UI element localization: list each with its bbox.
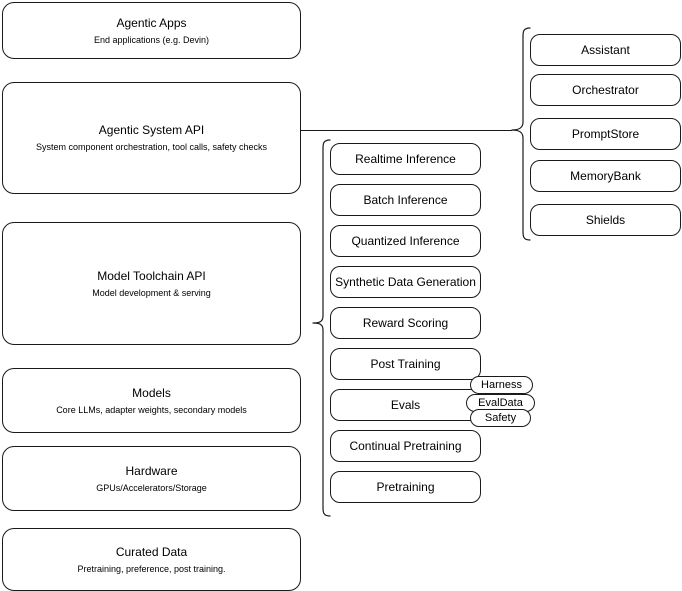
capability-label: Continual Pretraining	[349, 439, 462, 453]
layer-box-curated-data[interactable]: Curated Data Pretraining, preference, po…	[2, 528, 301, 591]
capability-label: Batch Inference	[363, 193, 448, 207]
eval-tag-label: Harness	[481, 379, 522, 391]
capability-box-quantized-inference[interactable]: Quantized Inference	[330, 225, 481, 257]
eval-tag-label: EvalData	[478, 397, 523, 409]
component-box-shields[interactable]: Shields	[530, 204, 681, 236]
capability-box-continual-pretraining[interactable]: Continual Pretraining	[330, 430, 481, 462]
capability-box-post-training[interactable]: Post Training	[330, 348, 481, 380]
eval-tag-label: Safety	[484, 412, 517, 424]
component-label: Assistant	[581, 43, 630, 57]
layer-title: Models	[132, 385, 171, 400]
capability-label: Post Training	[370, 357, 441, 371]
component-box-orchestrator[interactable]: Orchestrator	[530, 74, 681, 106]
capability-label: Reward Scoring	[362, 316, 449, 330]
brace-toolchain-capabilities	[312, 139, 331, 517]
layer-subtitle: Pretraining, preference, post training.	[77, 563, 226, 574]
layer-subtitle: Core LLMs, adapter weights, secondary mo…	[56, 404, 247, 415]
brace-system-components	[511, 27, 531, 241]
eval-tag-harness[interactable]: Harness	[470, 376, 533, 394]
capability-box-synthetic-data-generation[interactable]: Synthetic Data Generation	[330, 266, 481, 298]
component-label: Orchestrator	[572, 83, 639, 97]
capability-box-batch-inference[interactable]: Batch Inference	[330, 184, 481, 216]
capability-box-reward-scoring[interactable]: Reward Scoring	[330, 307, 481, 339]
layer-subtitle: System component orchestration, tool cal…	[35, 142, 268, 152]
eval-tag-safety[interactable]: Safety	[470, 409, 531, 427]
layer-box-hardware[interactable]: Hardware GPUs/Accelerators/Storage	[2, 446, 301, 511]
component-box-memorybank[interactable]: MemoryBank	[530, 160, 681, 192]
layer-title: Agentic Apps	[116, 15, 187, 30]
layer-subtitle: GPUs/Accelerators/Storage	[96, 482, 207, 493]
component-box-promptstore[interactable]: PromptStore	[530, 118, 681, 150]
layer-box-model-toolchain-api[interactable]: Model Toolchain API Model development & …	[2, 222, 301, 345]
capability-box-evals[interactable]: Evals	[330, 389, 481, 421]
layer-title: Curated Data	[115, 544, 188, 559]
layer-title: Hardware	[125, 463, 178, 478]
layer-title: Model Toolchain API	[97, 268, 206, 283]
layer-subtitle: End applications (e.g. Devin)	[93, 34, 210, 45]
layer-title: Agentic System API	[98, 123, 205, 137]
layer-box-models[interactable]: Models Core LLMs, adapter weights, secon…	[2, 368, 301, 433]
capability-box-pretraining[interactable]: Pretraining	[330, 471, 481, 503]
component-label: MemoryBank	[570, 169, 641, 183]
capability-label: Quantized Inference	[351, 234, 460, 248]
layer-box-agentic-apps[interactable]: Agentic Apps End applications (e.g. Devi…	[2, 2, 301, 59]
capability-label: Realtime Inference	[355, 152, 456, 166]
connector-line-system-api-to-components	[301, 130, 512, 131]
layer-box-agentic-system-api[interactable]: Agentic System API System component orch…	[2, 82, 301, 194]
component-label: Shields	[585, 213, 626, 227]
capability-box-realtime-inference[interactable]: Realtime Inference	[330, 143, 481, 175]
component-label: PromptStore	[571, 127, 640, 141]
layer-subtitle: Model development & serving	[92, 287, 211, 298]
component-box-assistant[interactable]: Assistant	[530, 34, 681, 66]
capability-label: Synthetic Data Generation	[335, 275, 476, 289]
capability-label: Evals	[390, 398, 421, 412]
capability-label: Pretraining	[376, 480, 435, 494]
